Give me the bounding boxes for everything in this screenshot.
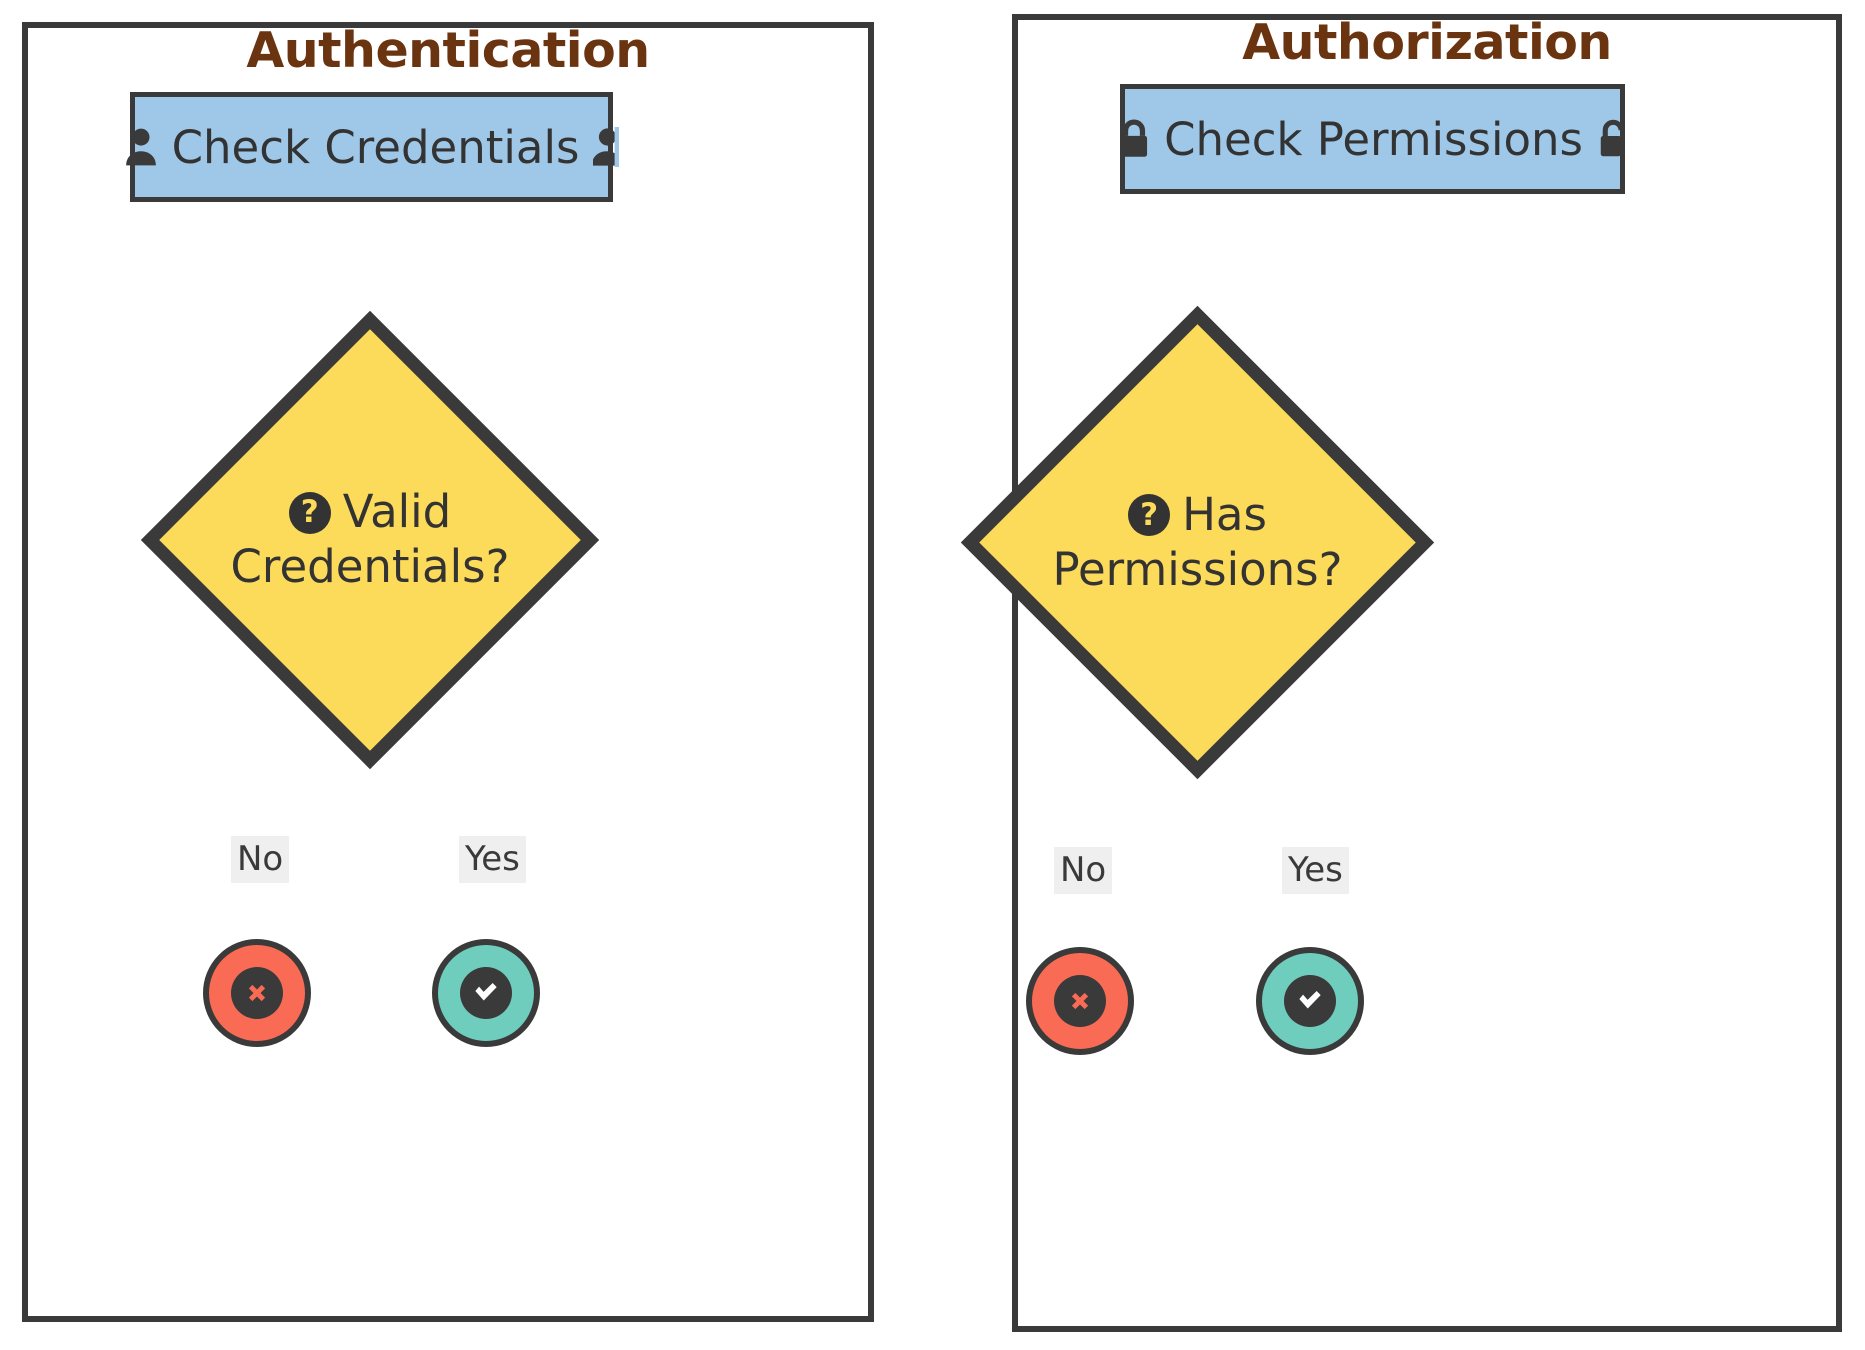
process-label-authentication: Check Credentials xyxy=(171,120,580,174)
edge-label-auth-no: No xyxy=(231,836,290,883)
lock-closed-icon xyxy=(1118,119,1150,159)
user-icon xyxy=(124,127,158,167)
user-badge-icon xyxy=(593,127,620,167)
panel-title-authorization: Authorization xyxy=(1242,14,1612,71)
edge-label-authz-yes: Yes xyxy=(1282,847,1349,894)
edge-label-authz-no: No xyxy=(1054,847,1113,894)
edge-label-auth-yes: Yes xyxy=(459,836,526,883)
process-check-credentials[interactable]: Check Credentials xyxy=(125,92,620,202)
process-label-authorization: Check Permissions xyxy=(1164,112,1583,166)
process-check-permissions[interactable]: Check Permissions xyxy=(1120,84,1625,194)
outcome-auth-fail[interactable] xyxy=(203,939,311,1047)
outcome-auth-success[interactable] xyxy=(432,939,540,1047)
check-circle-icon xyxy=(460,967,512,1019)
decision-valid-credentials[interactable]: ? Valid Credentials? xyxy=(140,310,600,770)
decision-has-permissions[interactable]: ? Has Permissions? xyxy=(960,305,1435,780)
lock-open-icon xyxy=(1597,119,1627,159)
x-circle-icon xyxy=(1054,975,1106,1027)
outcome-authz-fail[interactable] xyxy=(1026,947,1134,1055)
x-circle-icon xyxy=(231,967,283,1019)
check-circle-icon xyxy=(1284,975,1336,1027)
outcome-authz-success[interactable] xyxy=(1256,947,1364,1055)
panel-title-authentication: Authentication xyxy=(246,22,650,79)
